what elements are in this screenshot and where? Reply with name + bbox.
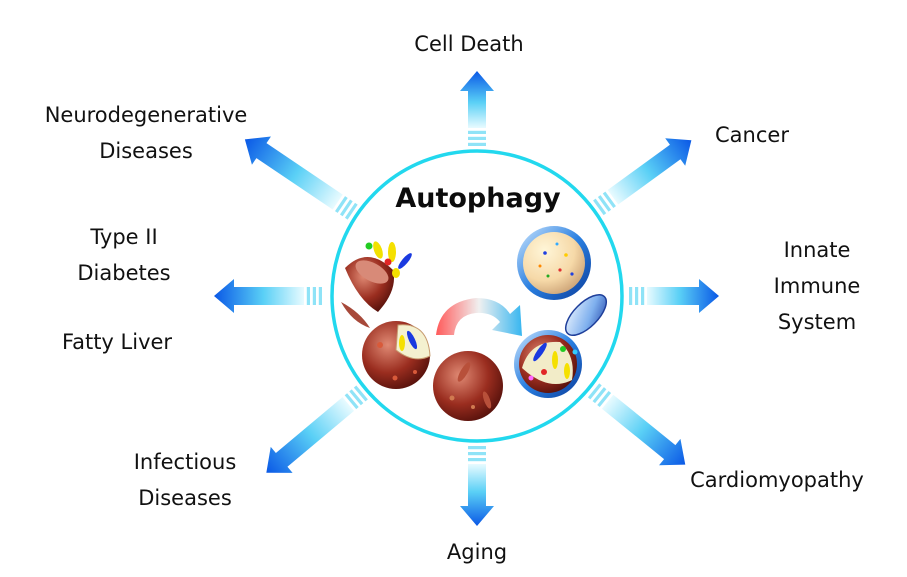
label-neuro-line: Neurodegenerative — [44, 103, 248, 127]
arrow-innate-immune — [629, 279, 719, 313]
arrow-cell-death — [460, 71, 494, 146]
label-infectious-diseases: Infectious Diseases — [134, 444, 237, 516]
arrow-cardiomyopathy — [587, 383, 686, 466]
label-system-line: System — [777, 310, 857, 335]
lysosome-icon — [433, 351, 503, 421]
outcome-arrows — [214, 71, 719, 526]
arrow-infectious — [266, 385, 368, 473]
label-neurodegenerative-diseases: Neurodegenerative Diseases — [45, 97, 248, 169]
label-innate-immune-system: Innate Immune System — [774, 232, 861, 340]
arrow-aging — [460, 446, 494, 526]
label-infectious-line: Infectious — [133, 450, 237, 474]
label-diabetes-line: Diabetes — [77, 261, 171, 286]
label-diseases-line: Diseases — [138, 486, 232, 511]
phagophore-icon — [362, 321, 431, 389]
autophagosome-icon — [514, 294, 607, 398]
label-immune-line: Immune — [773, 274, 861, 299]
diagram-title: Autophagy — [395, 183, 561, 214]
autophagy-circle — [330, 149, 624, 443]
arrow-metabolic — [214, 279, 322, 313]
autolysosome-icon — [517, 226, 591, 300]
recycling-arrow-icon — [436, 298, 522, 336]
label-neuro-diseases-line: Diseases — [99, 139, 193, 164]
label-innate-line: Innate — [783, 238, 851, 262]
arrow-cancer — [593, 138, 692, 216]
damaged-organelle-icon — [341, 241, 412, 328]
arrow-neuro — [244, 136, 358, 220]
label-fatty-liver: Fatty Liver — [61, 330, 173, 354]
label-cancer: Cancer — [715, 123, 789, 147]
label-type-ii-diabetes: Type II Diabetes — [77, 219, 170, 291]
label-cardiomyopathy: Cardiomyopathy — [690, 468, 864, 492]
label-cell-death: Cell Death — [414, 32, 524, 56]
label-type-ii-line: Type II — [90, 225, 158, 249]
label-aging: Aging — [446, 540, 508, 564]
